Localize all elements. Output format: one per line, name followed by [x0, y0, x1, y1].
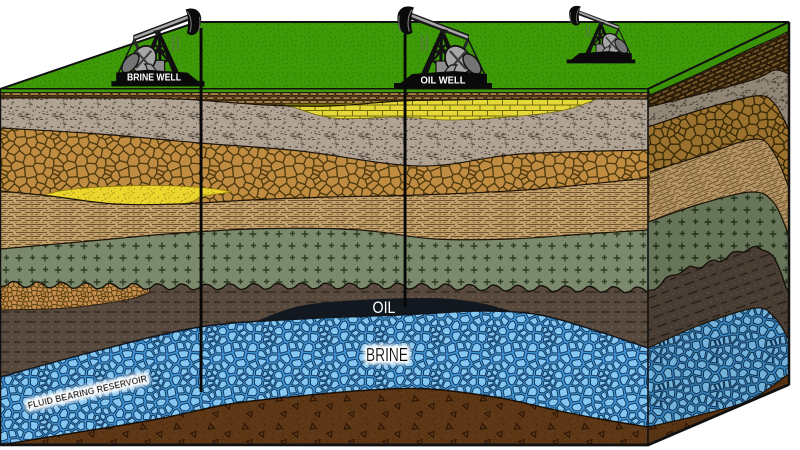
svg-text:OIL WELL: OIL WELL: [421, 76, 466, 87]
svg-text:BRINE WELL: BRINE WELL: [127, 73, 181, 84]
svg-text:OIL: OIL: [373, 299, 396, 317]
svg-text:BRINE: BRINE: [366, 344, 408, 365]
